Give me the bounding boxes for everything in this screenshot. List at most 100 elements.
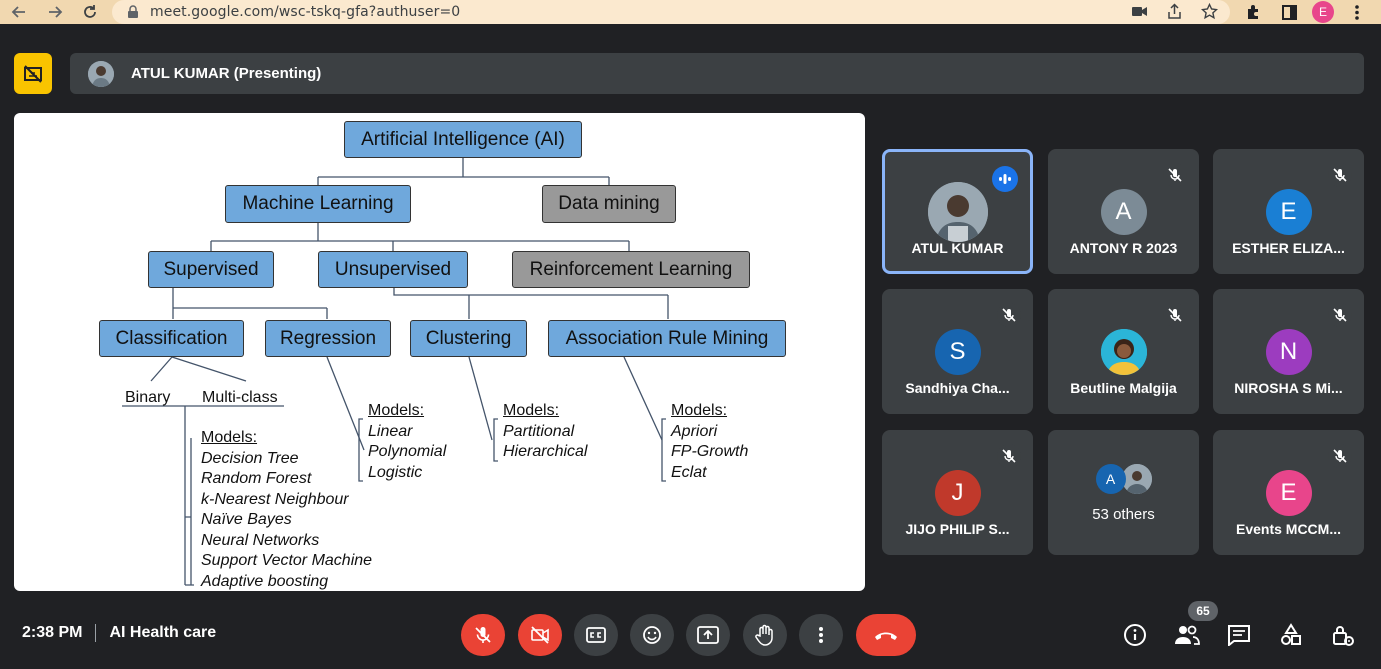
people-icon [1175, 625, 1200, 645]
multi-class-label: Multi-class [202, 389, 278, 406]
camera-icon[interactable] [1131, 3, 1148, 20]
shared-slide: Artificial Intelligence (AI) Machine Lea… [14, 113, 865, 591]
participant-name: Events MCCM... [1235, 521, 1341, 537]
avatar [1121, 464, 1152, 494]
participant-tile-nirosha[interactable]: N NIROSHA S Mi... [1213, 289, 1364, 414]
participant-name: JIJO PHILIP S... [905, 521, 1010, 537]
extensions-icon[interactable] [1243, 2, 1263, 22]
participant-tile-sandhiya[interactable]: S Sandhiya Cha... [882, 289, 1033, 414]
mic-off-icon [1328, 163, 1352, 187]
diagram-connectors [122, 142, 669, 586]
host-controls-icon [1333, 626, 1354, 646]
chat-button[interactable] [1225, 621, 1253, 649]
node-clustering: Clustering [410, 320, 527, 357]
raise-hand-button[interactable] [743, 614, 787, 656]
classification-models: Models: Decision Tree Random Forest k-Ne… [201, 429, 373, 590]
mic-off-icon [1328, 303, 1352, 327]
node-reinforcement-learning: Reinforcement Learning [512, 251, 750, 288]
captions-icon [586, 627, 606, 643]
participant-tile-beutline[interactable]: Beutline Malgija [1048, 289, 1199, 414]
more-options-button[interactable] [799, 614, 843, 656]
mic-off-icon [1328, 444, 1352, 468]
avatar: A [1095, 464, 1126, 494]
mic-off-icon [1163, 303, 1187, 327]
presenting-label: ATUL KUMAR (Presenting) [131, 65, 322, 82]
association-models: Models: Apriori FP-Growth Eclat [671, 402, 749, 481]
reactions-button[interactable] [630, 614, 674, 656]
participant-count-badge: 65 [1188, 601, 1218, 621]
meeting-info: 2:38 PM AI Health care [22, 624, 216, 642]
profile-avatar[interactable]: E [1312, 1, 1334, 23]
forward-icon[interactable] [42, 0, 68, 24]
avatar: S [934, 329, 981, 375]
address-bar[interactable]: meet.google.com/wsc-tskq-gfa?authuser=0 [112, 0, 1230, 24]
present-now-button[interactable] [686, 614, 730, 656]
mic-off-icon [997, 444, 1021, 468]
url-text: meet.google.com/wsc-tskq-gfa?authuser=0 [150, 4, 461, 20]
chat-icon [1228, 625, 1250, 646]
avatar: E [1265, 470, 1312, 516]
participant-name: ATUL KUMAR [911, 240, 1004, 256]
presenting-bar: ATUL KUMAR (Presenting) [70, 53, 1364, 94]
mic-off-icon [475, 627, 491, 643]
node-data-mining: Data mining [542, 185, 676, 223]
participant-tile-jijo[interactable]: J JIJO PHILIP S... [882, 430, 1033, 555]
bookmark-star-icon[interactable] [1201, 3, 1218, 20]
host-controls-button[interactable] [1329, 621, 1357, 649]
regression-models: Models: Linear Polynomial Logistic [368, 402, 447, 481]
more-vert-icon [819, 627, 823, 643]
speaking-indicator-icon [992, 166, 1018, 192]
info-icon [1124, 624, 1146, 646]
lock-icon [128, 5, 138, 18]
present-screen-icon [697, 626, 719, 644]
camera-toggle-button[interactable] [518, 614, 562, 656]
browser-menu-icon[interactable] [1347, 2, 1367, 22]
participant-tile-events[interactable]: E Events MCCM... [1213, 430, 1364, 555]
node-ai: Artificial Intelligence (AI) [344, 121, 582, 158]
participant-tile-antony[interactable]: A ANTONY R 2023 [1048, 149, 1199, 274]
avatar: A [1100, 189, 1147, 235]
mic-off-icon [997, 303, 1021, 327]
avatar: J [934, 470, 981, 516]
meeting-title[interactable]: AI Health care [109, 624, 217, 641]
people-button[interactable] [1173, 621, 1201, 649]
presenter-avatar [88, 60, 114, 87]
participant-name: Sandhiya Cha... [905, 380, 1010, 396]
back-icon[interactable] [6, 0, 32, 24]
node-machine-learning: Machine Learning [225, 185, 411, 223]
others-avatars: A [1095, 464, 1152, 494]
reload-icon[interactable] [77, 0, 103, 24]
participant-tile-atul-kumar[interactable]: ATUL KUMAR [882, 149, 1033, 274]
raise-hand-icon [755, 624, 773, 646]
node-unsupervised: Unsupervised [318, 251, 468, 288]
stop-presentation-icon[interactable] [14, 53, 52, 94]
node-association-rule-mining: Association Rule Mining [548, 320, 786, 357]
camera-off-icon [531, 626, 549, 644]
meeting-time: 2:38 PM [22, 624, 83, 641]
participant-tile-others[interactable]: A 53 others [1048, 430, 1199, 555]
side-panel-icon[interactable] [1279, 2, 1299, 22]
activities-button[interactable] [1277, 621, 1305, 649]
participant-tile-esther[interactable]: E ESTHER ELIZA... [1213, 149, 1364, 274]
activities-icon [1281, 623, 1301, 645]
mic-toggle-button[interactable] [461, 614, 505, 656]
others-count: 53 others [1092, 506, 1155, 523]
clustering-models: Models: Partitional Hierarchical [503, 402, 588, 460]
end-call-icon [875, 632, 897, 640]
participant-name: Beutline Malgija [1070, 380, 1177, 396]
share-icon[interactable] [1166, 3, 1183, 20]
emoji-icon [643, 626, 661, 644]
leave-call-button[interactable] [856, 614, 916, 656]
avatar: E [1265, 189, 1312, 235]
participant-name: NIROSHA S Mi... [1234, 380, 1343, 396]
captions-button[interactable] [574, 614, 618, 656]
node-classification: Classification [99, 320, 244, 357]
node-supervised: Supervised [148, 251, 274, 288]
divider [95, 624, 97, 642]
participant-name: ANTONY R 2023 [1069, 240, 1178, 256]
meeting-details-button[interactable] [1121, 621, 1149, 649]
avatar [1100, 329, 1147, 375]
avatar [927, 182, 988, 242]
browser-toolbar: meet.google.com/wsc-tskq-gfa?authuser=0 … [0, 0, 1381, 24]
mic-off-icon [1163, 163, 1187, 187]
